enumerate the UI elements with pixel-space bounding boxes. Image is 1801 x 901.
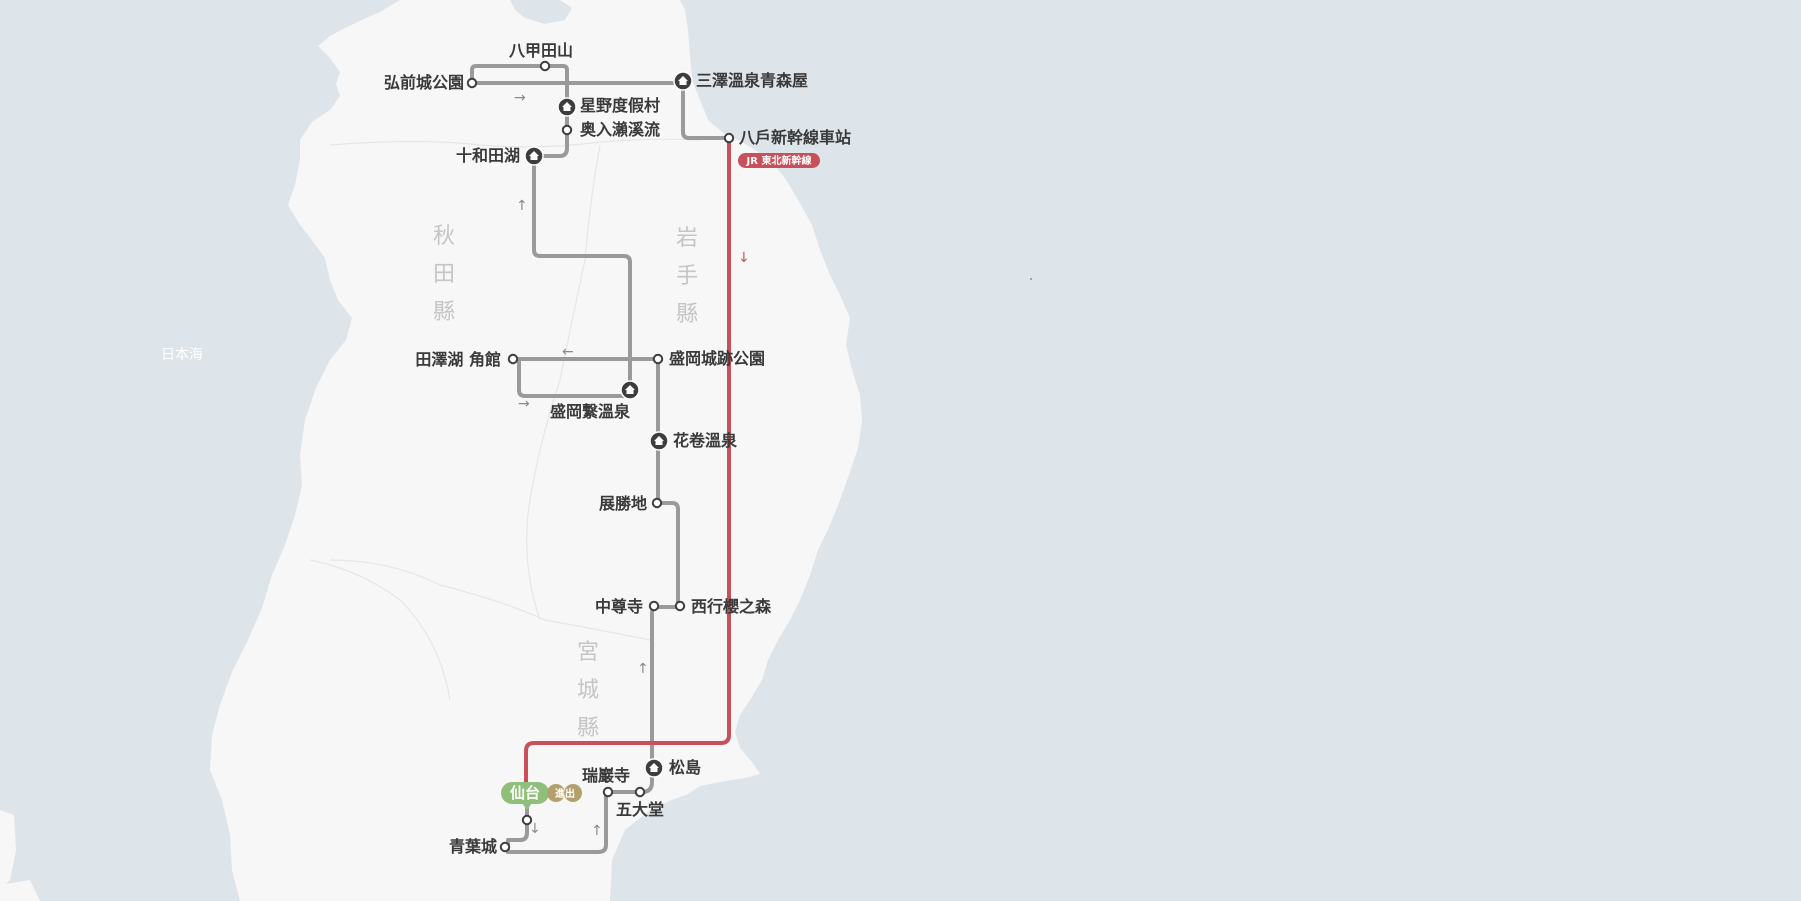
sendai-badge[interactable]: 仙台 進出 [501, 782, 582, 810]
station-node-tenshochi[interactable] [651, 497, 663, 509]
house-icon [654, 436, 664, 445]
hotel-nodes [524, 71, 693, 778]
hotel-node-hoshino[interactable] [557, 97, 577, 117]
label-zuiganji: 瑞巖寺 [582, 766, 630, 785]
label-hoshino: 星野度假村 [580, 96, 660, 115]
sea-label: 日本海 [161, 347, 203, 363]
rail-line-shinkansen [524, 138, 731, 785]
label-saigyo: 西行櫻之森 [691, 597, 772, 616]
direction-arrow: ↑ [637, 661, 649, 677]
direction-arrow: ↑ [591, 823, 603, 839]
label-tazawako: 田澤湖 角館 [415, 350, 501, 369]
station-node-hirosaki[interactable] [466, 77, 478, 89]
pref-iwate-3: 縣 [676, 302, 698, 327]
station-nodes [466, 60, 735, 853]
pref-akita-3: 縣 [433, 300, 455, 325]
direction-arrow: → [518, 396, 530, 412]
direction-arrow: ← [562, 344, 574, 360]
station-node-sendai-sub[interactable] [521, 814, 533, 826]
label-towada: 十和田湖 [456, 146, 520, 165]
house-icon [529, 151, 539, 160]
pref-iwate-2: 手 [676, 264, 698, 289]
label-hakkodasan: 八甲田山 [508, 41, 573, 60]
label-hanamaki: 花卷溫泉 [673, 431, 738, 450]
land-tohoku [0, 0, 862, 901]
sendai-label: 仙台 [510, 784, 540, 802]
pref-iwate-1: 岩 [676, 226, 698, 251]
station-node-tazawako[interactable] [507, 353, 519, 365]
map-dot [1030, 278, 1032, 280]
pref-miyagi-3: 縣 [577, 716, 599, 741]
station-node-aoba[interactable] [499, 841, 511, 853]
mutsu-bay [510, 0, 572, 24]
house-icon [649, 763, 659, 772]
house-icon [625, 385, 635, 394]
label-misawa: 三澤溫泉青森屋 [696, 71, 808, 90]
rail-badge-label: JR 東北新幹線 [746, 154, 812, 167]
direction-arrow: ↓ [529, 821, 541, 837]
house-icon [678, 76, 688, 85]
label-hachinohe: 八戶新幹線車站 [738, 128, 851, 147]
hotel-node-misawa[interactable] [673, 71, 693, 91]
label-tsunagi: 盛岡繋溫泉 [550, 402, 631, 421]
station-node-morioka-castle[interactable] [652, 353, 664, 365]
label-aoba: 青葉城 [449, 837, 497, 856]
land-left-edge [0, 810, 16, 890]
sendai-pill [501, 782, 549, 804]
station-node-chusonji[interactable] [648, 600, 660, 612]
pref-akita-2: 田 [433, 262, 455, 287]
hotel-node-tsunagi[interactable] [620, 380, 640, 400]
station-node-saigyo[interactable] [674, 600, 686, 612]
label-oirase: 奥入瀨溪流 [580, 120, 660, 139]
route-line [470, 64, 730, 854]
station-node-zuiganji[interactable] [602, 786, 614, 798]
direction-arrow-rail: ↓ [738, 250, 750, 266]
hotel-node-matsushima[interactable] [644, 758, 664, 778]
house-icon [562, 102, 572, 111]
rail-badge: JR 東北新幹線 [738, 153, 820, 168]
label-tenshochi: 展勝地 [599, 494, 647, 513]
pref-miyagi-1: 宮 [577, 640, 599, 665]
label-godaido: 五大堂 [616, 800, 664, 819]
sendai-pointer [522, 803, 532, 810]
station-node-oirase[interactable] [561, 124, 573, 136]
label-matsushima: 松島 [669, 758, 701, 777]
label-chusonji: 中尊寺 [595, 597, 643, 616]
direction-arrow: ↑ [516, 198, 528, 214]
rail-badge-pill [738, 153, 820, 168]
direction-arrow: → [514, 90, 526, 106]
station-node-godaido[interactable] [634, 786, 646, 798]
station-node-hachinohe[interactable] [723, 132, 735, 144]
sendai-io-right [564, 784, 582, 802]
sendai-io-left [547, 784, 565, 802]
station-node-hakkodasan[interactable] [539, 60, 551, 72]
label-hirosaki: 弘前城公園 [384, 73, 464, 92]
pref-akita-1: 秋 [433, 224, 455, 249]
land-bottom-left [0, 880, 40, 901]
label-morioka-castle: 盛岡城跡公園 [669, 349, 765, 368]
hotel-node-hanamaki[interactable] [649, 431, 669, 451]
prefecture-borders [309, 138, 701, 701]
hotel-node-towada[interactable] [524, 146, 544, 166]
pref-miyagi-2: 城 [577, 678, 599, 703]
sendai-io-label: 進出 [555, 787, 575, 800]
